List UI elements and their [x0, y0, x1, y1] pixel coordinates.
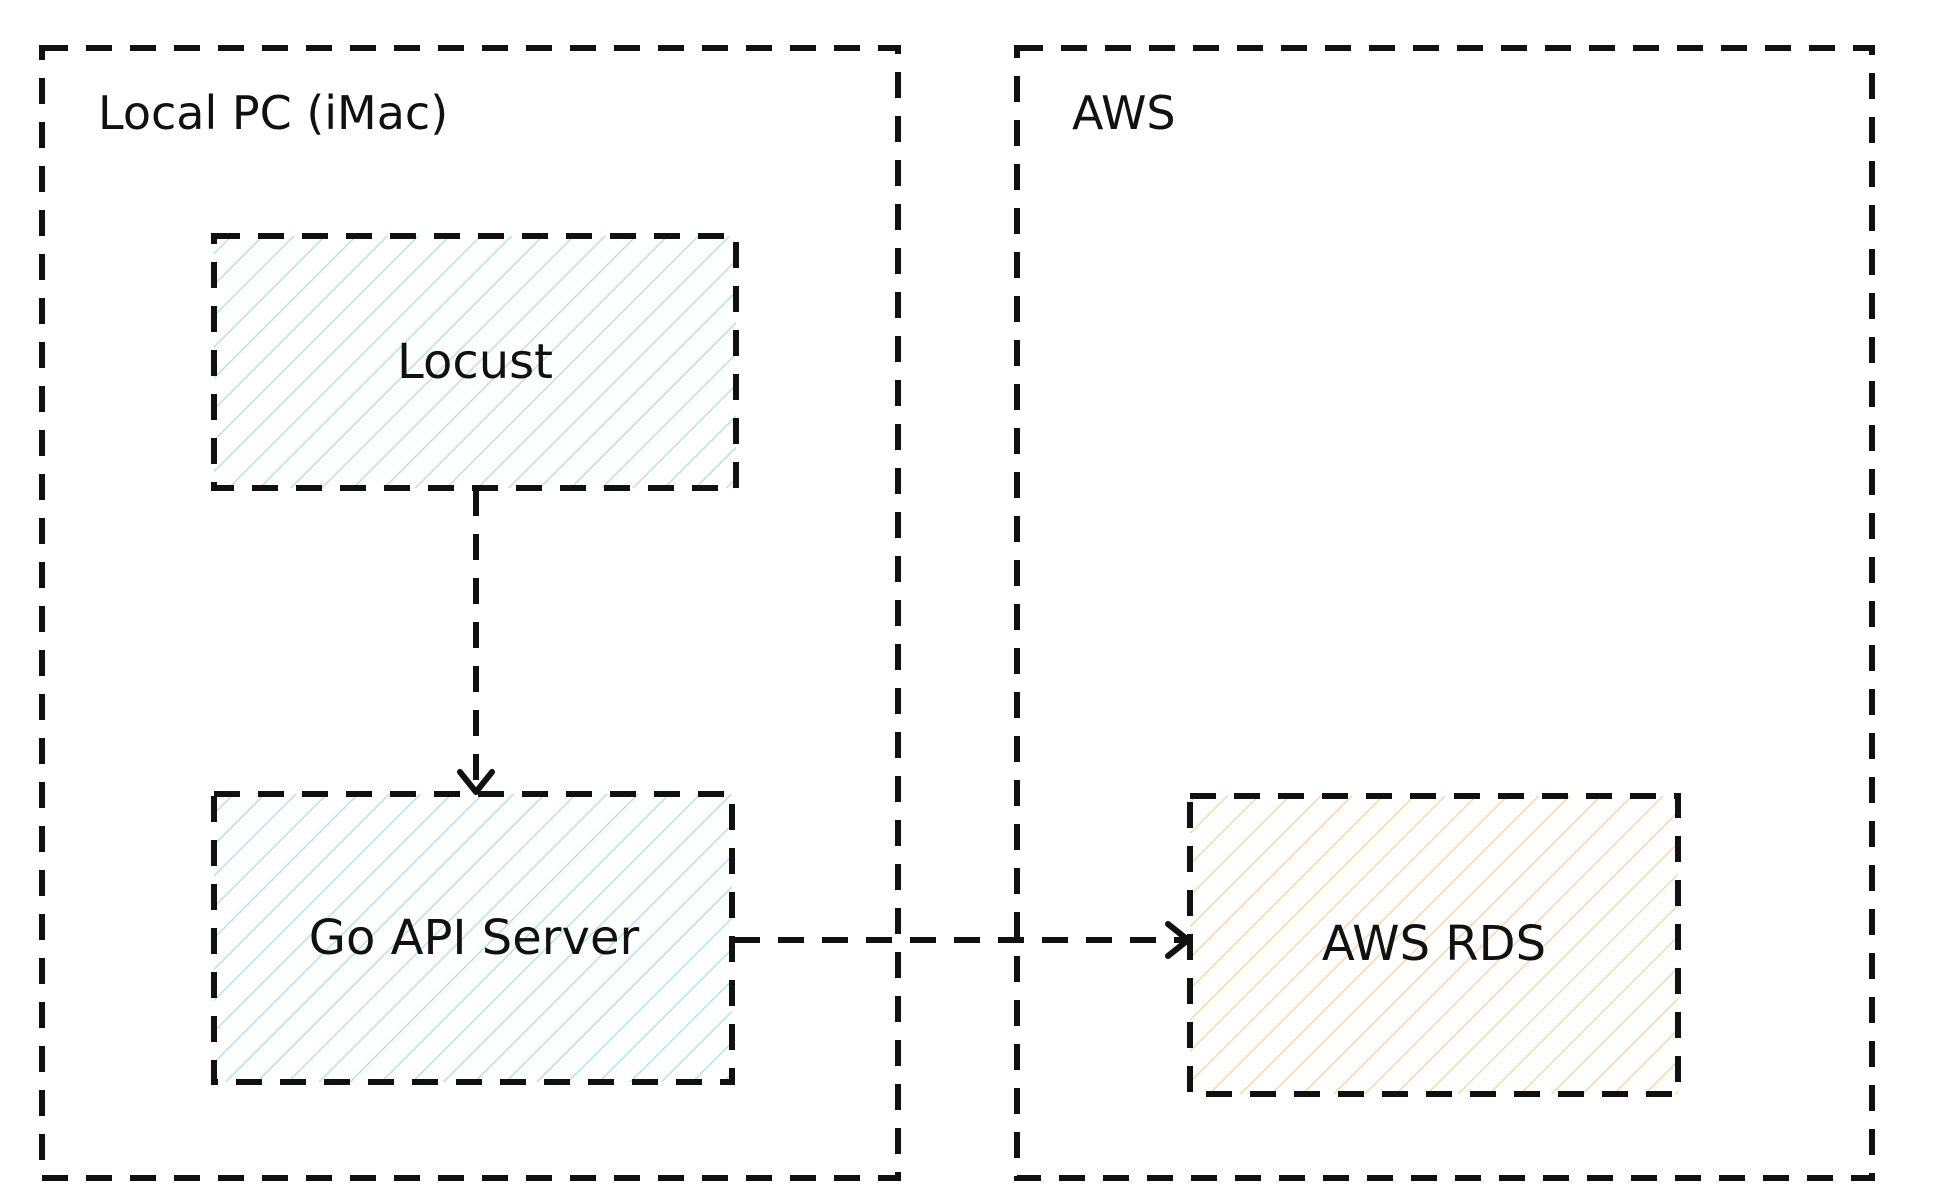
group-box-aws: [1014, 45, 1875, 1181]
group-box-local: [39, 45, 901, 1181]
group-label-aws: AWS: [1072, 86, 1176, 140]
group-label-local: Local PC (iMac): [98, 86, 449, 140]
node-label-locust: Locust: [397, 334, 553, 390]
node-label-rds: AWS RDS: [1321, 916, 1547, 972]
node-box-rds[interactable]: [1187, 793, 1681, 1097]
node-box-api[interactable]: [211, 791, 735, 1085]
node-box-locust[interactable]: [211, 233, 739, 491]
node-label-api: Go API Server: [308, 910, 640, 966]
arrowhead-right-icon: [1165, 921, 1191, 959]
arrowhead-down-icon: [457, 769, 495, 795]
